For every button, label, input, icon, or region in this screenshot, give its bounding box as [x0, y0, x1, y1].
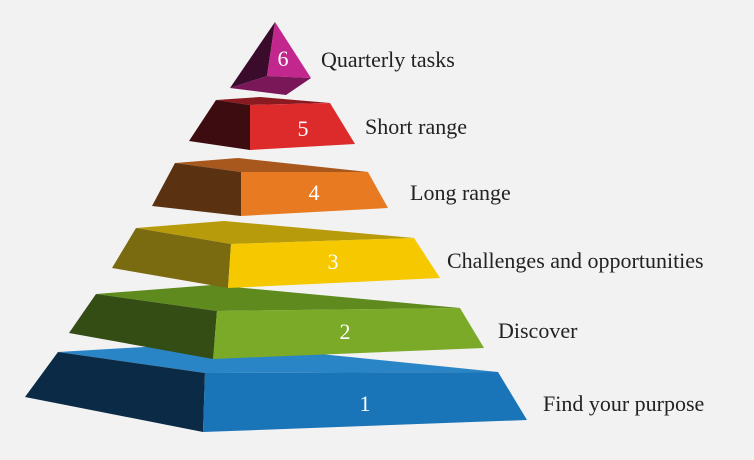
level-2: 2: [69, 285, 484, 359]
level-3-front: [228, 238, 440, 288]
level-5: 5: [189, 97, 355, 150]
level-2-top: [96, 285, 460, 311]
level-6-side: [230, 22, 275, 88]
level-3-side: [112, 228, 231, 288]
level-6: 6: [230, 22, 311, 95]
level-1-front: [203, 372, 527, 432]
level-3-number: 3: [328, 249, 339, 274]
level-5-number: 5: [298, 116, 309, 141]
level-3: 3: [112, 221, 440, 288]
level-6-front: [267, 22, 311, 78]
level-5-side: [189, 100, 250, 150]
level-2-number: 2: [340, 319, 351, 344]
level-4-front: [241, 172, 388, 216]
label-long-range: Long range: [410, 180, 511, 205]
level-1-side: [25, 352, 205, 432]
label-find-your-purpose: Find your purpose: [543, 391, 704, 416]
level-1: 1: [25, 343, 527, 432]
label-discover: Discover: [498, 318, 578, 343]
level-5-top: [216, 97, 330, 105]
label-short-range: Short range: [365, 114, 467, 139]
level-2-side: [69, 294, 217, 359]
level-4: 4: [152, 158, 388, 216]
label-challenges-and-opportunities: Challenges and opportunities: [447, 248, 704, 273]
label-quarterly-tasks: Quarterly tasks: [321, 47, 455, 72]
level-6-number: 6: [278, 46, 289, 71]
level-4-number: 4: [309, 180, 320, 205]
level-1-number: 1: [360, 391, 371, 416]
level-2-front: [213, 308, 484, 359]
level-6-top: [230, 76, 311, 95]
level-4-side: [152, 163, 241, 216]
level-3-top: [136, 221, 414, 244]
level-5-front: [250, 103, 355, 150]
level-4-top: [175, 158, 368, 172]
